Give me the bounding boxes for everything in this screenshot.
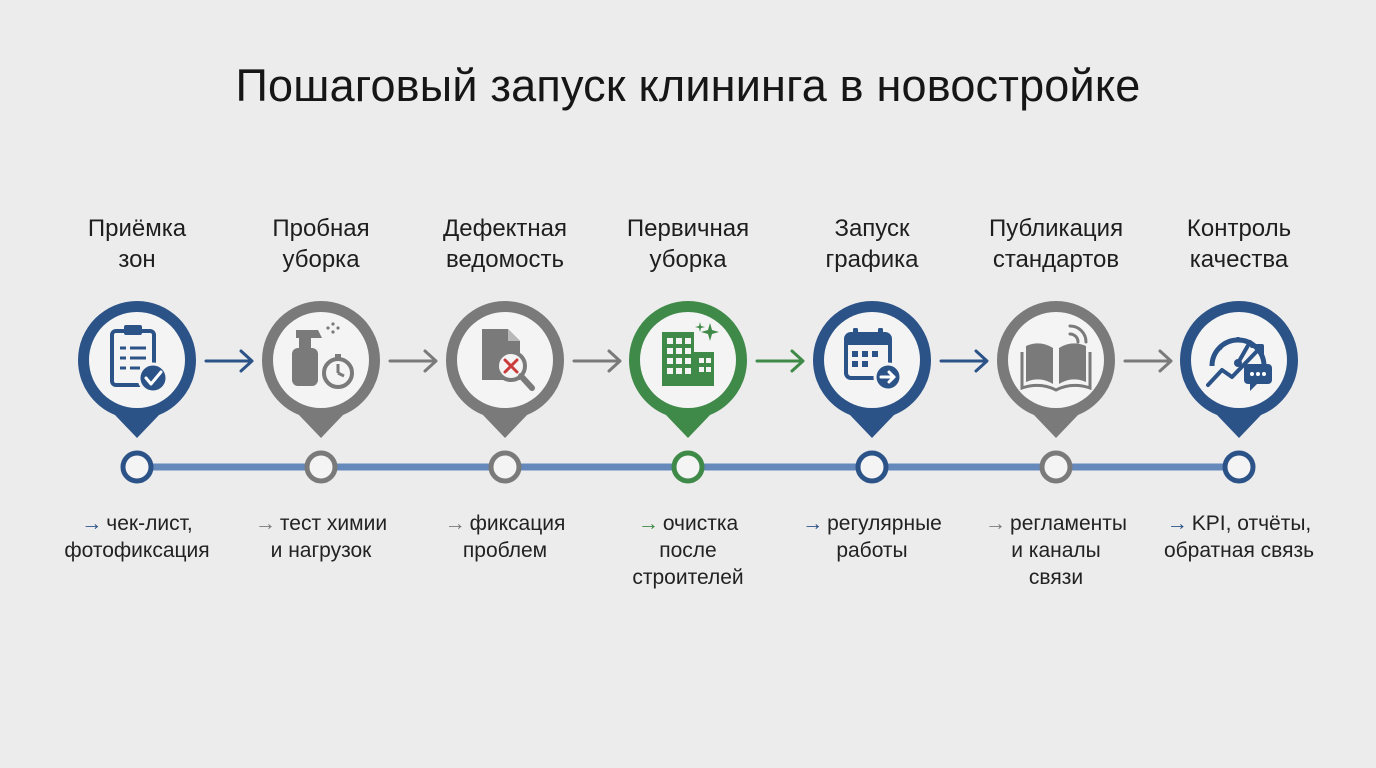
building-sparkle-icon [662,322,719,386]
step-6-title-line-2: стандартов [992,246,1120,273]
page-title: Пошаговый запуск клининга в новостройке [235,60,1141,111]
pin-1 [77,301,197,438]
connector-arrow-6 [1123,349,1173,373]
arrow-right-icon: → [985,512,1007,535]
book-broadcast-icon [1020,324,1092,392]
connector-arrow-1 [204,349,254,373]
step-3-note: →фиксация проблем [405,510,605,564]
pin-7 [1179,301,1299,438]
arrow-right-icon: → [802,512,824,535]
step-3-title-line-1: Дефектная [442,215,568,242]
step-4-note-line-1: очистка [662,512,739,535]
step-7-note-line-1: KPI, отчёты, [1191,512,1312,535]
step-4-note: →очистка после строителей [588,510,788,591]
step-1-title-line-2: зон [118,246,156,273]
spray-timer-icon [292,322,354,389]
step-6-note: →регламенты и каналы связи [956,510,1156,591]
pin-5 [812,301,932,438]
step-1-note-line-1: чек-лист, [106,512,193,535]
step-6-title-line-1: Публикация [988,215,1124,242]
step-7-title-line-1: Контроль [1186,215,1292,242]
timeline-dot-4 [671,450,705,484]
step-1-title-line-1: Приёмка [87,215,187,242]
timeline-dot-7 [1222,450,1256,484]
step-4-note-line-2: после [659,539,717,562]
arrow-right-icon: → [637,512,659,535]
step-3-note-line-2: проблем [462,539,548,562]
step-5-title-line-1: Запуск [834,215,910,242]
timeline-dot-2 [304,450,338,484]
connector-arrow-4 [755,349,805,373]
step-2-title: Пробная уборка [221,213,421,275]
pin-3 [445,301,565,438]
timeline-dot-5 [855,450,889,484]
step-2-note: →тест химии и нагрузок [221,510,421,564]
arrow-right-icon: → [81,512,103,535]
step-1-note-line-2: фотофиксация [64,539,210,562]
pin-6 [996,301,1116,438]
arrow-right-icon: → [1166,512,1188,535]
step-7-note: →KPI, отчёты, обратная связь [1139,510,1339,564]
connector-arrow-3 [572,349,622,373]
step-5-note-line-2: работы [836,539,908,562]
step-4-title: Первичная уборка [588,213,788,275]
connector-arrow-5 [939,349,989,373]
step-4-title-line-2: уборка [649,246,727,273]
calendar-arrow-icon [844,328,903,392]
arrow-right-icon: → [254,512,276,535]
step-3-title: Дефектная ведомость [405,213,605,275]
step-2-note-line-1: тест химии [279,512,388,535]
clipboard-check-icon [110,325,169,394]
step-7-title-line-2: качества [1189,246,1289,273]
step-2-title-line-2: уборка [282,246,360,273]
step-2-title-line-1: Пробная [272,215,370,242]
step-5-note-line-1: регулярные [827,512,942,535]
step-7-note-line-2: обратная связь [1163,539,1315,562]
pin-4 [628,301,748,438]
step-7-title: Контроль качества [1139,213,1339,275]
timeline-dot-1 [120,450,154,484]
step-4-title-line-1: Первичная [626,215,750,242]
arrow-right-icon: → [444,512,466,535]
timeline-dot-6 [1039,450,1073,484]
step-3-note-line-1: фиксация [469,512,566,535]
step-6-title: Публикация стандартов [956,213,1156,275]
step-4-note-line-3: строителей [632,566,744,589]
step-6-note-line-2: и каналы [1011,539,1101,562]
step-5-title: Запуск графика [772,213,972,275]
document-search-icon [482,329,535,391]
step-5-title-line-2: графика [825,246,919,273]
timeline-dot-3 [488,450,522,484]
pin-2 [261,301,381,438]
step-1-title: Приёмка зон [37,213,237,275]
step-5-note: →регулярные работы [772,510,972,564]
step-1-note: →чек-лист, фотофиксация [37,510,237,564]
step-6-note-line-3: связи [1028,566,1084,589]
connector-arrow-2 [388,349,438,373]
step-3-title-line-2: ведомость [446,246,564,273]
step-6-note-line-1: регламенты [1010,512,1127,535]
gauge-chart-icon [1206,337,1272,391]
step-2-note-line-2: и нагрузок [270,539,372,562]
